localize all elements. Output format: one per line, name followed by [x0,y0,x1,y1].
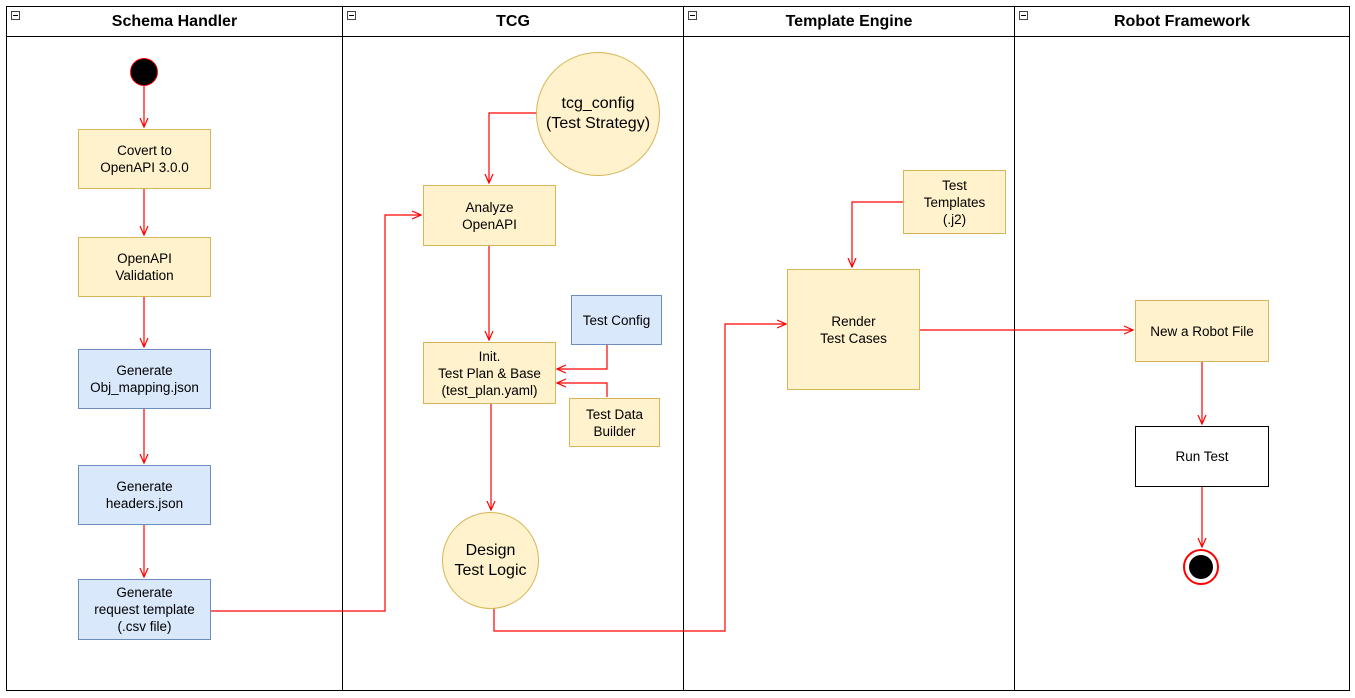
init-test-plan-box[interactable]: Init. Test Plan & Base (test_plan.yaml) [423,342,556,404]
lane-header-schema-handler: Schema Handler [7,7,342,37]
run-test-box[interactable]: Run Test [1135,426,1269,487]
lane-title: Robot Framework [1113,12,1250,30]
collapse-icon[interactable] [347,11,356,20]
start-node [130,58,158,86]
end-node [1183,549,1219,585]
lane-header-robot-framework: Robot Framework [1015,7,1349,37]
lane-title: Schema Handler [111,12,238,30]
lane-title: TCG [496,12,530,30]
lane-header-tcg: TCG [343,7,683,37]
collapse-icon[interactable] [1019,11,1028,20]
generate-objmapping-box[interactable]: Generate Obj_mapping.json [78,349,211,409]
test-config-box[interactable]: Test Config [571,295,662,345]
analyze-openapi-box[interactable]: Analyze OpenAPI [423,185,556,246]
render-test-cases-box[interactable]: Render Test Cases [787,269,920,390]
generate-request-template-box[interactable]: Generate request template (.csv file) [78,579,211,640]
lane-header-template-engine: Template Engine [684,7,1014,37]
test-templates-box[interactable]: Test Templates (.j2) [903,170,1006,234]
generate-headers-box[interactable]: Generate headers.json [78,465,211,525]
convert-openapi-box[interactable]: Covert to OpenAPI 3.0.0 [78,129,211,189]
collapse-icon[interactable] [11,11,20,20]
test-data-builder-box[interactable]: Test Data Builder [569,398,660,447]
lane-title: Template Engine [785,12,913,30]
openapi-validation-box[interactable]: OpenAPI Validation [78,237,211,297]
design-test-logic-circle[interactable]: Design Test Logic [442,512,539,609]
new-robot-file-box[interactable]: New a Robot File [1135,300,1269,362]
collapse-icon[interactable] [688,11,697,20]
tcg-config-circle[interactable]: tcg_config (Test Strategy) [536,52,660,176]
